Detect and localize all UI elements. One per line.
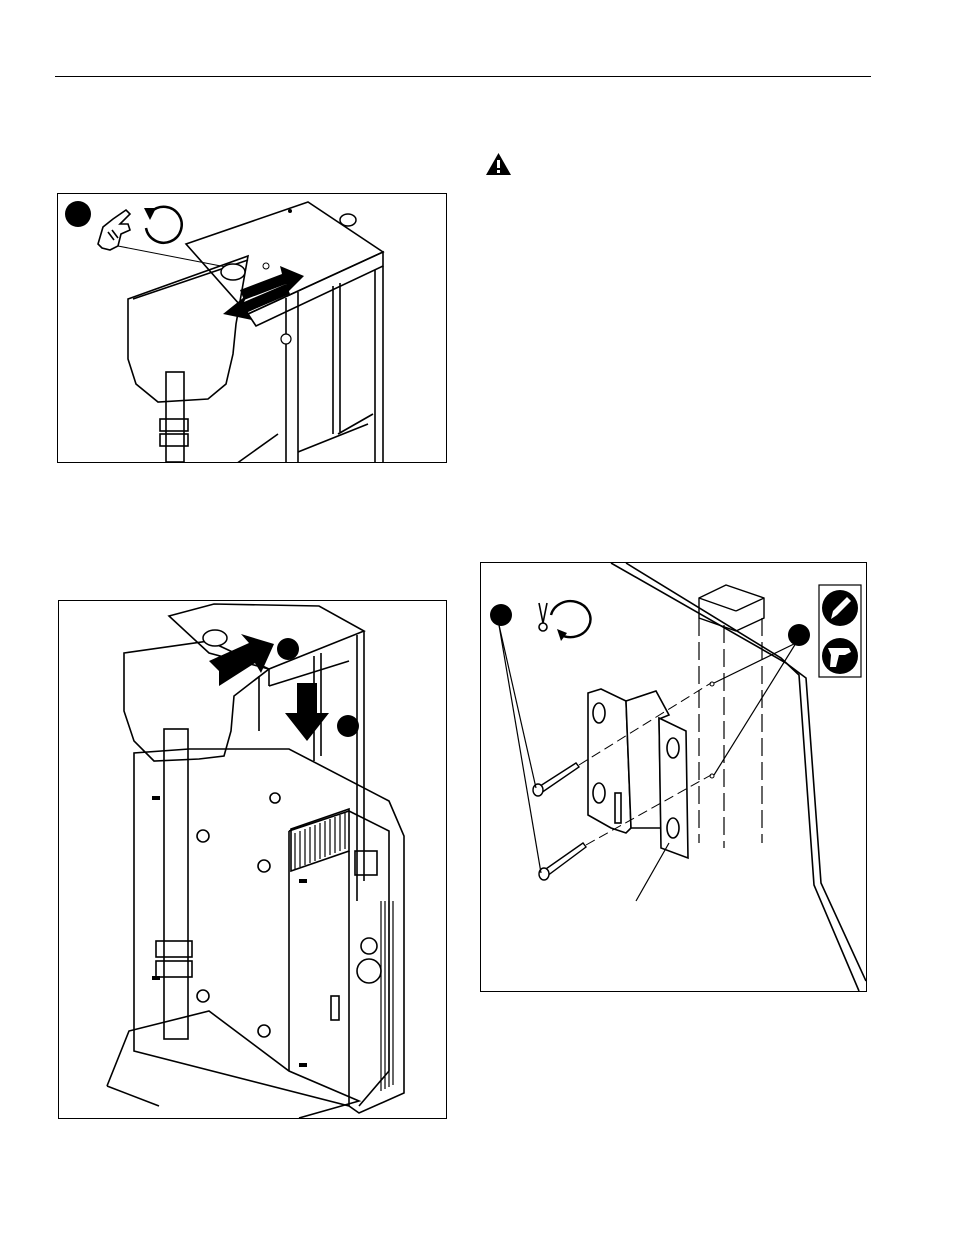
hand-pull-knob-icon — [98, 210, 130, 250]
callout-circle — [65, 201, 91, 227]
wall-bracket — [588, 689, 688, 858]
header-rule — [55, 76, 871, 77]
knob — [221, 264, 245, 280]
figure-pull-rotate-knob — [57, 193, 447, 463]
down-arrow-icon — [285, 683, 329, 741]
figure-slide-and-lower-cpu — [58, 600, 447, 1119]
drill-icon — [822, 638, 858, 674]
callout-circle — [277, 638, 299, 660]
warning-triangle-icon — [485, 152, 512, 176]
screw-tighten-icon — [539, 601, 590, 641]
wall-stud — [699, 585, 764, 631]
callout-circle — [490, 604, 512, 626]
pencil-icon — [822, 590, 858, 626]
vent-grille — [295, 813, 393, 1091]
callout-circle — [788, 624, 810, 646]
rotate-counterclockwise-icon — [144, 207, 182, 243]
knob — [203, 630, 227, 646]
lag-screw — [533, 763, 586, 880]
figure-wall-bracket-install — [480, 562, 867, 992]
callout-circle — [337, 715, 359, 737]
